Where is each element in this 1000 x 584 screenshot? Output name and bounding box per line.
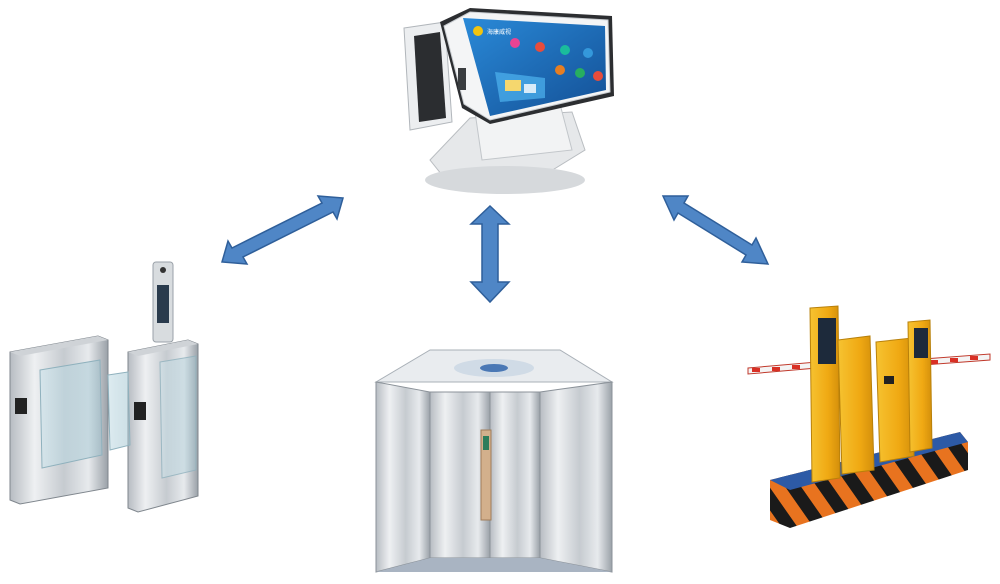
hazard-base (770, 432, 968, 528)
barrier-box-right (875, 337, 915, 463)
brand-logo-icon (473, 26, 483, 36)
elevator-icon (374, 349, 614, 573)
app-icon (560, 45, 570, 55)
app-icon (583, 48, 593, 58)
screen-app-icons (510, 38, 603, 81)
elevator-door-right (489, 391, 541, 559)
barrier-gate-icon (747, 305, 991, 528)
screen-brand-text: 海康威视 (487, 28, 511, 36)
elevator-control-panel (480, 429, 492, 521)
double-arrow-icon (221, 195, 344, 265)
app-icon (510, 38, 520, 48)
card-slot (458, 68, 466, 90)
app-icon (555, 65, 565, 75)
app-icon (593, 71, 603, 81)
screen-illustration (495, 72, 545, 102)
barrier-box-left (837, 335, 875, 475)
pole-display (818, 318, 836, 364)
pos-terminal-icon: 海康威视 (403, 8, 614, 194)
arrow-hub-turnstile (221, 195, 344, 265)
arrow-hub-parking (661, 195, 770, 265)
ceiling-light (480, 364, 508, 372)
face-screen (157, 285, 169, 323)
app-icon (575, 68, 585, 78)
double-arrow-icon (661, 195, 770, 265)
double-arrow-icon (469, 204, 511, 304)
app-icon (535, 42, 545, 52)
turnstile-icon (9, 261, 199, 513)
pole-display (914, 328, 928, 358)
arrow-hub-elevator (469, 204, 511, 304)
